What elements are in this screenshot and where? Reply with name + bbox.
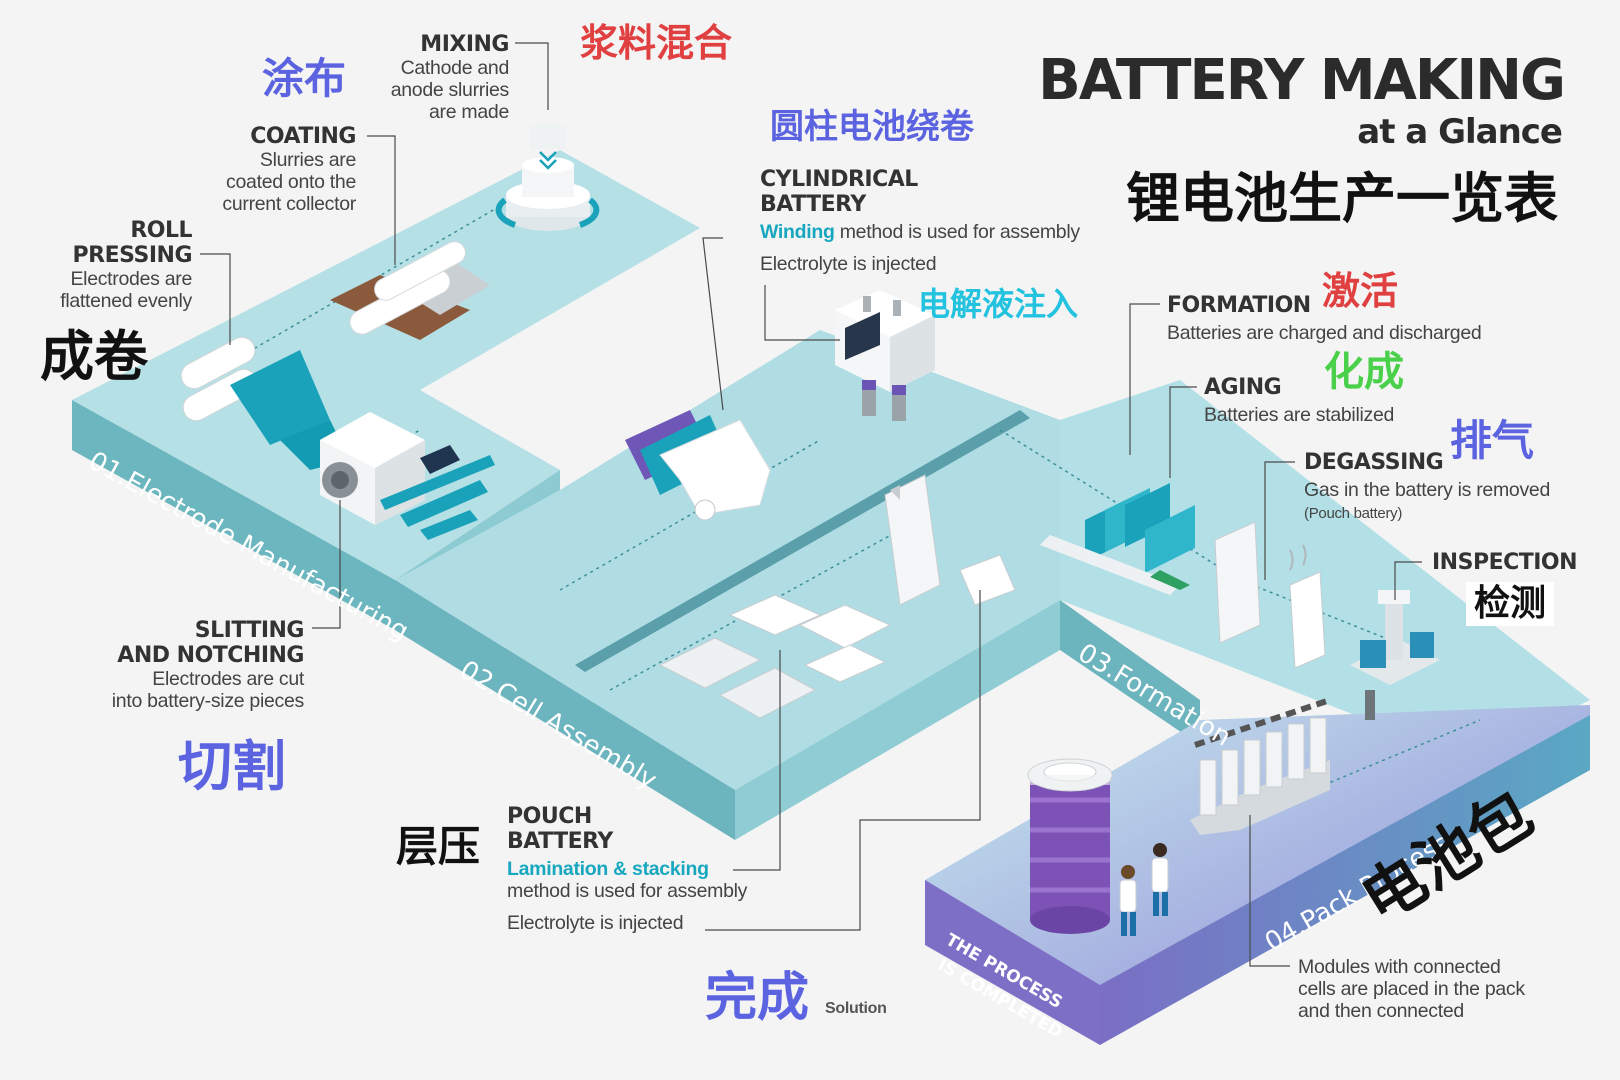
mixing-tank (495, 125, 600, 231)
pouch-title-2: BATTERY (507, 829, 613, 854)
pouch-callout: POUCH BATTERY Lamination & stacking meth… (507, 804, 747, 934)
aging-zh: 化成 (1324, 349, 1404, 395)
coating-callout: COATING Slurries are coated onto the cur… (222, 124, 356, 215)
winding-machine (625, 410, 771, 521)
aging-callout: AGING Batteries are stabilized (1204, 375, 1394, 426)
degassing-note: (Pouch battery) (1304, 505, 1403, 522)
inspection-station (1350, 590, 1440, 720)
pouch-method-rest: method is used for assembly (507, 880, 748, 902)
roll-desc-1: Electrodes are (70, 268, 192, 290)
formation-zh: 激活 (1322, 269, 1399, 313)
degassing-desc: Gas in the battery is removed (1304, 479, 1551, 501)
platform-formation (1060, 380, 1590, 760)
pack-callout: Modules with connected cells are placed … (1298, 956, 1525, 1022)
electrolyte-injector (835, 290, 935, 421)
slitting-title-1: SLITTING (194, 618, 305, 643)
coating-desc-3: current collector (222, 193, 356, 215)
coating-zh: 涂布 (262, 54, 347, 103)
mixing-desc-1: Cathode and (400, 57, 510, 79)
cyl-callout: CYLINDRICAL BATTERY Winding method is us… (760, 167, 1080, 275)
formation-callout: FORMATION Batteries are charged and disc… (1167, 293, 1482, 344)
formation-racks (1040, 483, 1195, 595)
pouch-cell-stack (658, 474, 1016, 719)
cyl-electrolyte: Electrolyte is injected (760, 253, 937, 275)
pack-desc-3: and then connected (1298, 1000, 1464, 1022)
title-main: BATTERY MAKING (1038, 48, 1566, 113)
callout-lines (200, 42, 1422, 967)
cyl-title-1: CYLINDRICAL (760, 167, 918, 192)
mixing-title: MIXING (420, 32, 509, 57)
pack-desc-2: cells are placed in the pack (1298, 978, 1525, 1000)
cylindrical-battery-figure (1027, 758, 1113, 934)
roll-title-1: ROLL (130, 218, 192, 243)
degassing-zh: 排气 (1450, 416, 1535, 465)
coating-desc-2: coated onto the (226, 171, 356, 193)
coating-title: COATING (250, 124, 356, 149)
battery-modules (1190, 697, 1331, 835)
mixing-desc-2: anode slurries (390, 79, 510, 101)
cyl-zh: 圆柱电池绕卷 (770, 107, 974, 147)
aging-title: AGING (1204, 375, 1282, 400)
slitting-zh: 切割 (178, 735, 286, 798)
degassing-callout: DEGASSING Gas in the battery is removed … (1304, 450, 1550, 525)
aging-desc: Batteries are stabilized (1204, 404, 1395, 426)
slitting-title-2: AND NOTCHING (117, 643, 304, 668)
cyl-method-rest: method is used for assembly (834, 221, 1080, 243)
roll-zh: 成卷 (40, 325, 148, 388)
slitting-desc-1: Electrodes are cut (152, 668, 304, 690)
pack-desc-1: Modules with connected (1298, 956, 1501, 978)
roll-desc-2: flattened evenly (60, 290, 192, 312)
pouch-zh: 层压 (396, 822, 481, 871)
roll-title-2: PRESSING (72, 243, 193, 268)
cyl-electrolyte-zh: 电解液注入 (918, 285, 1079, 323)
scientist-figures (1119, 843, 1169, 936)
mixing-zh: 浆料混合 (580, 21, 733, 65)
pouch-electrolyte: Electrolyte is injected (507, 912, 684, 934)
cyl-title-2: BATTERY (760, 192, 866, 217)
solution-zh: 完成 (705, 968, 810, 1028)
inspection-title: INSPECTION (1432, 550, 1578, 575)
pouch-method-highlight: Lamination & stacking (507, 858, 709, 880)
slitting-desc-2: into battery-size pieces (111, 690, 305, 712)
slitting-machine (320, 412, 495, 540)
inspection-zh: 检测 (1466, 582, 1555, 626)
formation-title: FORMATION (1167, 293, 1311, 318)
degassing-title: DEGASSING (1304, 450, 1444, 475)
coating-machine (330, 241, 490, 340)
mixing-desc-3: are made (429, 101, 509, 123)
slitting-callout: SLITTING AND NOTCHING Electrodes are cut… (111, 618, 305, 712)
degassing-cells (1214, 521, 1326, 669)
roll-callout: ROLL PRESSING Electrodes are flattened e… (60, 218, 192, 312)
title-sub: at a Glance (1357, 112, 1563, 152)
coating-desc-1: Slurries are (259, 149, 356, 171)
title-zh: 锂电池生产一览表 (1126, 167, 1558, 230)
pouch-title-1: POUCH (507, 804, 592, 829)
solution-en: Solution (825, 1000, 887, 1017)
cyl-method-highlight: Winding (760, 221, 835, 243)
mixing-callout: MIXING Cathode and anode slurries are ma… (390, 32, 510, 123)
formation-desc: Batteries are charged and discharged (1167, 322, 1482, 344)
platform-cell-assembly (395, 330, 1060, 840)
